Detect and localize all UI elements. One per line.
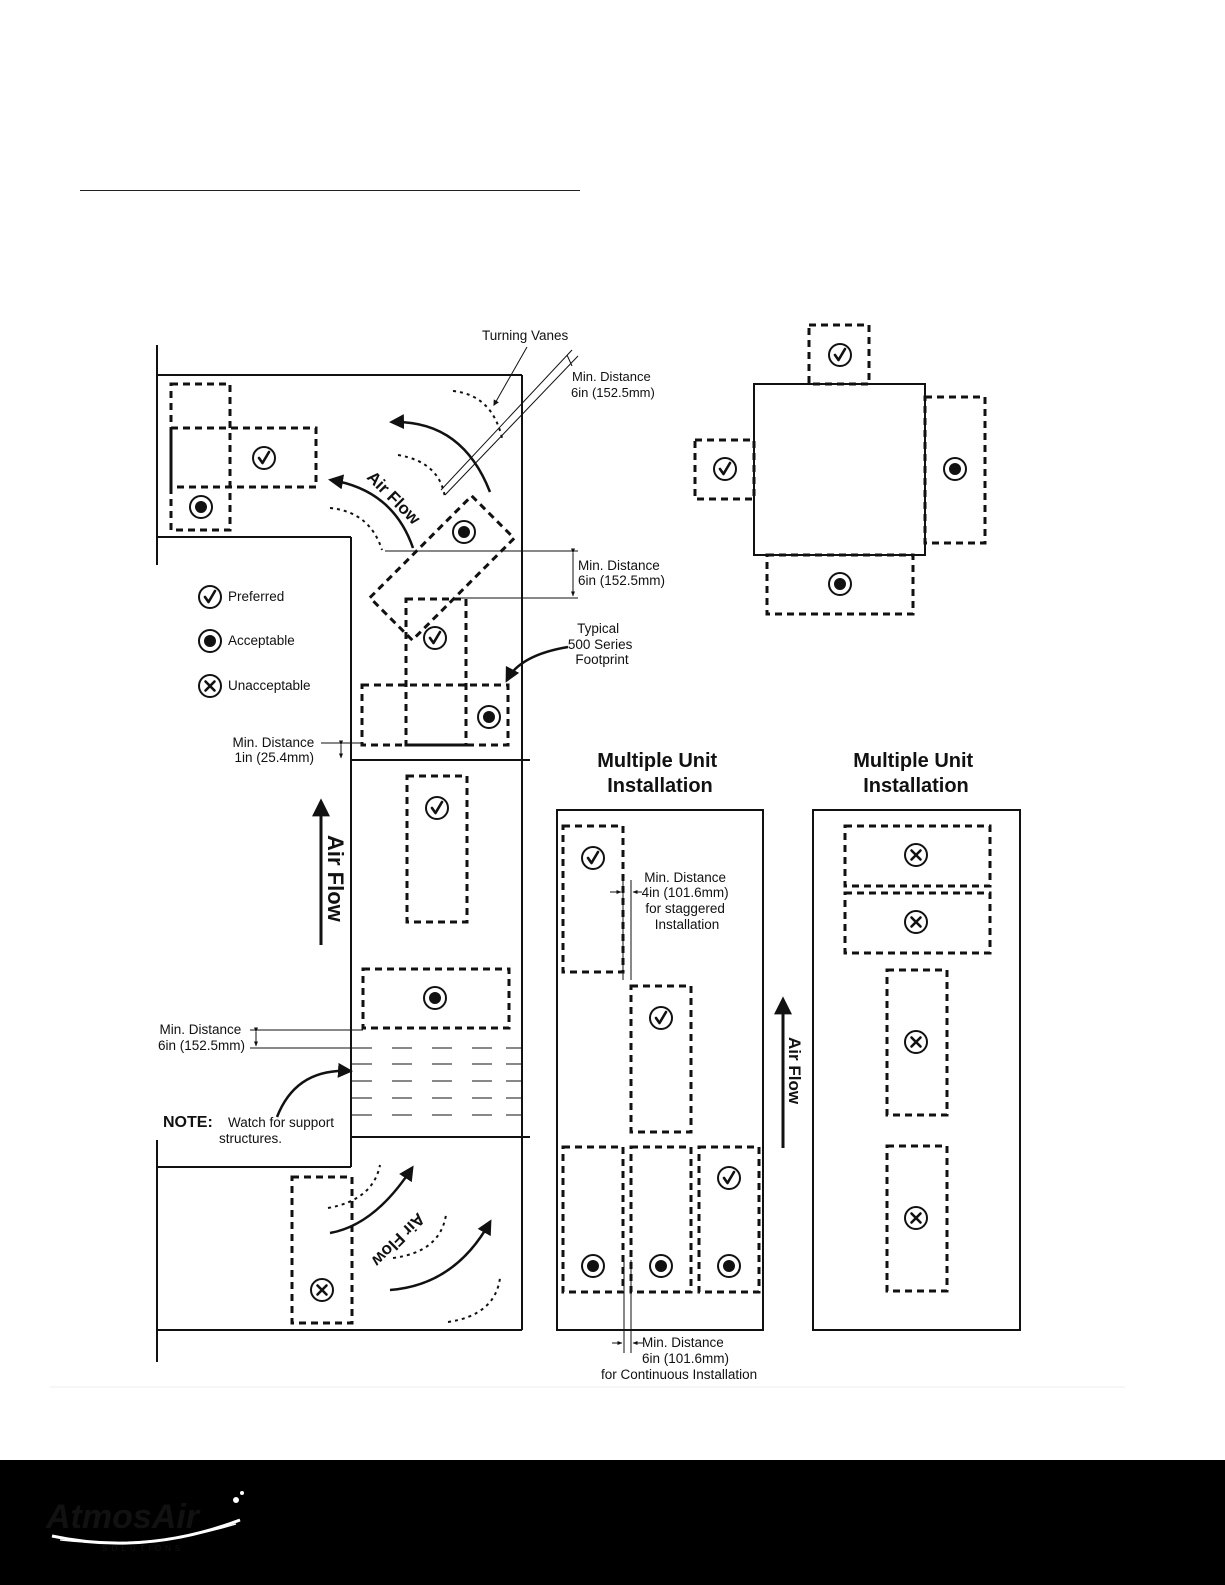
legend-acceptable-icon [198, 629, 222, 653]
legend-preferred-label: Preferred [228, 589, 284, 604]
unit-footprint [693, 438, 756, 501]
multi-unit-title-2: Multiple Unit Installation [853, 750, 979, 797]
acceptable-icon [943, 457, 967, 481]
acceptable-icon [452, 520, 476, 544]
legend-acceptable-label: Acceptable [228, 633, 295, 648]
air-flow-label-multi: Air Flow [785, 1037, 804, 1105]
unit-footprint [360, 683, 510, 747]
unit-footprint [561, 1145, 625, 1294]
unit-footprint [629, 1145, 693, 1294]
multi-unit-duct-2 [812, 809, 1021, 1331]
unit-footprint [361, 967, 511, 1030]
unit-footprint [405, 774, 469, 924]
duct-outline [156, 345, 530, 1362]
preferred-icon [716, 1165, 742, 1191]
preferred-icon [251, 445, 277, 471]
legend: Preferred Acceptable Unacceptable [197, 584, 311, 699]
unit-footprint [885, 968, 949, 1117]
acceptable-icon [477, 705, 501, 729]
unit-footprint [404, 597, 468, 747]
unit-footprint [923, 395, 987, 545]
continuous-distance-label: Min. Distance 6in (101.6mm) for Continuo… [601, 1335, 757, 1382]
unit-footprint [629, 984, 693, 1134]
installation-diagram: Turning Vanes Min. Distance 6in (152.5mm… [50, 323, 1125, 1388]
preferred-icon [827, 342, 853, 368]
acceptable-icon [649, 1254, 673, 1278]
preferred-icon [424, 795, 450, 821]
preferred-icon [580, 845, 606, 871]
min-distance-6in-lower-label: Min. Distance 6in (152.5mm) [158, 1022, 245, 1053]
unit-footprint [885, 1144, 949, 1293]
unacceptable-icon [903, 909, 929, 935]
acceptable-icon [717, 1254, 741, 1278]
acceptable-icon [828, 572, 852, 596]
note-text: Watch for support structures. [219, 1115, 338, 1146]
acceptable-icon [189, 495, 213, 519]
multi-unit-duct-1 [556, 809, 764, 1331]
unit-footprint [169, 426, 318, 489]
staggered-distance-label: Min. Distance 4in (101.6mm) for staggere… [642, 870, 733, 932]
multi-unit-title-1: Multiple Unit Installation [597, 750, 723, 797]
legend-preferred-icon [197, 584, 223, 610]
preferred-icon [422, 625, 448, 651]
footer-bar: AtmosAir SOLUTIONS [0, 1460, 1225, 1585]
legend-unacceptable-icon [197, 673, 223, 699]
support-structure-hatch [351, 1047, 522, 1116]
unacceptable-icon [309, 1277, 335, 1303]
preferred-icon [712, 456, 738, 482]
note-label: NOTE: [163, 1114, 213, 1131]
unit-footprint-angled [367, 493, 517, 643]
unit-footprint [697, 1145, 761, 1294]
atmosair-logo: AtmosAir SOLUTIONS [45, 1491, 244, 1553]
header-rule [80, 190, 580, 191]
unacceptable-icon [903, 1029, 929, 1055]
air-flow-label-angled-top: Air Flow [363, 467, 424, 528]
typical-footprint-label: Typical 500 Series Footprint [568, 621, 636, 667]
preferred-icon [648, 1005, 674, 1031]
air-flow-label-angled-bottom: Air Flow [367, 1209, 428, 1270]
min-distance-1in-label: Min. Distance 1in (25.4mm) [232, 735, 318, 765]
unit-footprint [765, 553, 915, 616]
unit-footprint [290, 1175, 354, 1325]
unit-footprint [843, 824, 992, 888]
square-duct [753, 383, 926, 556]
unit-footprint [807, 323, 871, 386]
turning-vanes-label: Turning Vanes [482, 328, 569, 343]
svg-text:SOLUTIONS: SOLUTIONS [102, 1544, 184, 1553]
unit-footprint [843, 891, 992, 955]
legend-unacceptable-label: Unacceptable [228, 678, 311, 693]
min-distance-6in-top-label: Min. Distance 6in (152.5mm) [571, 369, 655, 400]
acceptable-icon [423, 986, 447, 1010]
unacceptable-icon [903, 1205, 929, 1231]
unacceptable-icon [903, 842, 929, 868]
svg-text:AtmosAir: AtmosAir [45, 1498, 201, 1536]
acceptable-icon [581, 1254, 605, 1278]
air-flow-label-vertical: Air Flow [323, 835, 348, 923]
min-distance-6in-mid-label: Min. Distance 6in (152.5mm) [578, 558, 665, 588]
